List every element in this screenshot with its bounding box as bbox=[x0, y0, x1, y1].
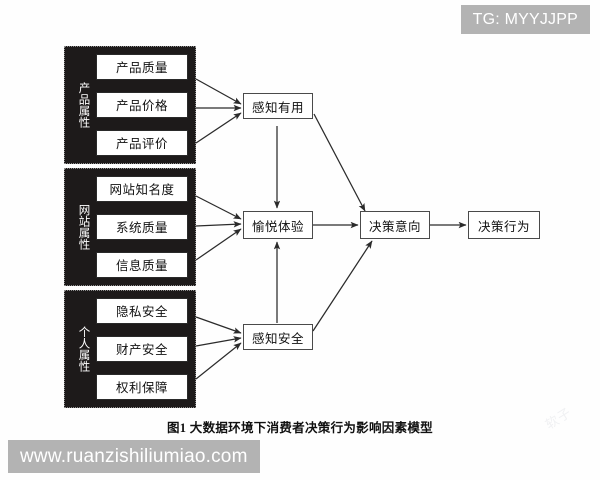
edge-site-fame-to-pleasure bbox=[195, 195, 242, 220]
node-pleasant-experience[interactable]: 愉悦体验 bbox=[243, 211, 313, 239]
edge-info-quality-to-pleasure bbox=[195, 228, 242, 261]
item-box-product-review[interactable]: 产品评价 bbox=[96, 130, 188, 156]
group-label-website-attributes: 网站属性 bbox=[77, 204, 90, 250]
node-decision-intention[interactable]: 决策意向 bbox=[360, 211, 430, 239]
edge-system-quality-to-pleasure bbox=[195, 221, 242, 228]
group-items-website-attributes: 网站知名度 系统质量 信息质量 bbox=[96, 175, 188, 279]
figure-caption: 图1 大数据环境下消费者决策行为影响因素模型 bbox=[167, 421, 433, 435]
item-box-information-quality[interactable]: 信息质量 bbox=[96, 252, 188, 278]
edge-property-to-security bbox=[195, 336, 242, 347]
group-items-personal-attributes: 隐私安全 财产安全 权利保障 bbox=[96, 297, 188, 401]
group-label-personal-attributes: 个人属性 bbox=[77, 326, 90, 372]
node-perceived-security[interactable]: 感知安全 bbox=[243, 324, 313, 350]
watermark-top-badge: TG: MYYJJPP bbox=[460, 5, 590, 34]
edge-rights-to-security bbox=[195, 342, 242, 380]
item-box-product-quality[interactable]: 产品质量 bbox=[96, 54, 188, 80]
item-box-privacy-security[interactable]: 隐私安全 bbox=[96, 298, 188, 324]
node-perceived-usefulness[interactable]: 感知有用 bbox=[243, 93, 313, 119]
edge-security-to-intention bbox=[312, 240, 373, 332]
edge-privacy-to-security bbox=[195, 316, 242, 334]
item-box-website-fame[interactable]: 网站知名度 bbox=[96, 176, 188, 202]
watermark-site-url: www.ruanzishiliumiao.com bbox=[8, 440, 260, 473]
edge-usefulness-to-intention bbox=[313, 113, 366, 212]
item-box-rights-protection[interactable]: 权利保障 bbox=[96, 374, 188, 400]
item-box-product-price[interactable]: 产品价格 bbox=[96, 92, 188, 118]
group-panel-website-attributes: 网站属性 网站知名度 系统质量 信息质量 bbox=[64, 168, 196, 286]
edge-product-review-to-usefulness bbox=[195, 112, 242, 144]
group-items-product-attributes: 产品质量 产品价格 产品评价 bbox=[96, 53, 188, 157]
node-decision-behavior[interactable]: 决策行为 bbox=[468, 211, 540, 239]
item-box-system-quality[interactable]: 系统质量 bbox=[96, 214, 188, 240]
edge-product-quality-to-usefulness bbox=[195, 78, 242, 105]
item-box-property-security[interactable]: 财产安全 bbox=[96, 336, 188, 362]
group-panel-personal-attributes: 个人属性 隐私安全 财产安全 权利保障 bbox=[64, 290, 196, 408]
group-label-product-attributes: 产品属性 bbox=[77, 82, 90, 128]
group-panel-product-attributes: 产品属性 产品质量 产品价格 产品评价 bbox=[64, 46, 196, 164]
